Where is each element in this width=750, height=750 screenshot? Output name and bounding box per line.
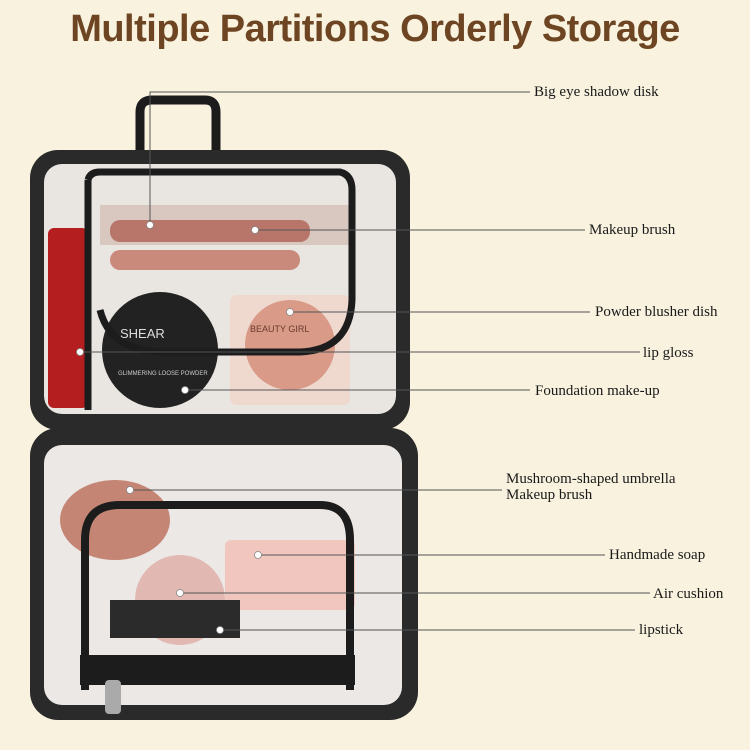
page-title: Multiple Partitions Orderly Storage: [70, 8, 680, 50]
callout-lipstick: lipstick: [639, 622, 684, 638]
svg-text:BEAUTY GIRL: BEAUTY GIRL: [250, 324, 309, 334]
callout-mushroom: Mushroom-shaped umbrella: [506, 471, 676, 487]
zipper-pull: [105, 680, 121, 714]
callout-lip-gloss: lip gloss: [643, 345, 694, 361]
callout-makeup-brush: Makeup brush: [589, 222, 676, 238]
callout-dot: [146, 221, 154, 229]
callout-foundation: Foundation make-up: [535, 383, 660, 399]
lip-gloss: [48, 228, 88, 408]
callout-eyeshadow: Big eye shadow disk: [534, 84, 659, 100]
callout-blusher: Powder blusher dish: [595, 304, 718, 320]
callout-mushroom-line2: Makeup brush: [506, 487, 593, 503]
handmade-soap: [225, 540, 355, 610]
callout-dot: [176, 589, 184, 597]
callout-dot: [76, 348, 84, 356]
callout-dot: [216, 626, 224, 634]
callout-dot: [126, 486, 134, 494]
callout-dot: [254, 551, 262, 559]
svg-text:SHEAR: SHEAR: [120, 326, 165, 341]
svg-text:GLIMMERING LOOSE POWDER: GLIMMERING LOOSE POWDER: [118, 371, 208, 377]
callout-dot: [286, 308, 294, 316]
callout-air-cushion: Air cushion: [653, 586, 724, 602]
makeup-brush: [110, 220, 310, 242]
mushroom-brush: [60, 480, 170, 560]
callout-soap: Handmade soap: [609, 547, 706, 563]
bag-handle: [135, 95, 221, 150]
callout-dot: [251, 226, 259, 234]
callout-dot: [181, 386, 189, 394]
